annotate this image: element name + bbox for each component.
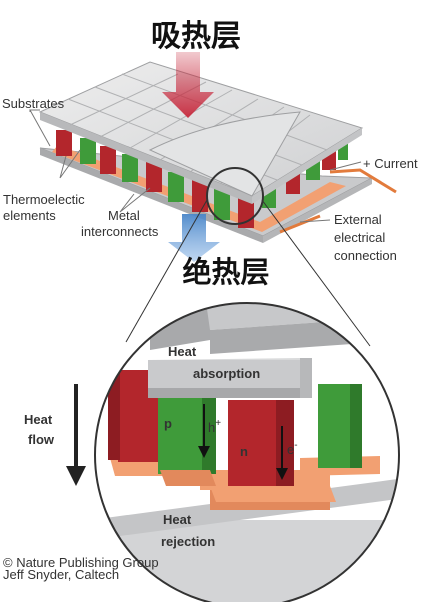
- label-absorption-1: Heat: [168, 344, 197, 359]
- label-heat-flow-2: flow: [28, 432, 55, 447]
- top-substrate-edge-right: [252, 128, 362, 204]
- zoom-guide-left: [125, 199, 208, 343]
- zoom-ring: [94, 302, 400, 602]
- thermoelectric-module: [38, 52, 397, 262]
- top-substrate-edge: [40, 112, 252, 204]
- title-absorb-layer: 吸热层: [151, 19, 241, 54]
- label-heat-flow-1: Heat: [24, 412, 53, 427]
- heat-out-arrow: [168, 214, 220, 262]
- current-wire-top: [329, 168, 397, 194]
- label-metal-1: Metal: [108, 208, 140, 223]
- label-rejection-2: rejection: [161, 534, 215, 549]
- label-current: + Current: [363, 156, 418, 171]
- credit-line-2: Jeff Snyder, Caltech: [3, 567, 119, 582]
- title-insulation-layer: 绝热层: [182, 255, 269, 289]
- label-external-2: electrical: [334, 230, 385, 245]
- leg-n: [192, 180, 208, 212]
- label-thermoelectric-2: elements: [3, 208, 56, 223]
- zoom-guide-right: [261, 199, 371, 347]
- leg-p: [122, 154, 138, 182]
- cutaway-opening: [148, 111, 301, 197]
- zoomed-detail: Heat absorption p n h+ e- Heat rejection: [94, 302, 400, 602]
- current-wire-bottom: [279, 214, 321, 234]
- p-leg: [158, 384, 206, 474]
- label-absorption-2: absorption: [193, 366, 260, 381]
- magnifier-ring: [206, 167, 264, 225]
- label-metal-2: interconnects: [81, 224, 159, 239]
- label-external-3: connection: [334, 248, 397, 263]
- label-thermoelectric-1: Thermoelectic: [3, 192, 85, 207]
- leg-n: [56, 130, 72, 156]
- label-substrates: Substrates: [2, 96, 65, 111]
- label-n: n: [240, 444, 248, 459]
- bottom-substrate-edge: [40, 148, 263, 243]
- leg-p: [80, 138, 96, 164]
- leg-p: [338, 138, 348, 160]
- label-electron: e-: [287, 440, 298, 457]
- label-p: p: [164, 416, 172, 431]
- leg-p: [168, 172, 184, 202]
- leg-n: [100, 146, 116, 174]
- leg-n: [146, 162, 162, 192]
- label-hole: h+: [208, 418, 221, 435]
- credit-line-1: © Nature Publishing Group: [3, 555, 159, 570]
- n-leg: [228, 400, 280, 496]
- leg-p: [214, 188, 230, 220]
- heat-in-arrow: [162, 52, 214, 118]
- label-external-1: External: [334, 212, 382, 227]
- label-rejection-1: Heat: [163, 512, 192, 527]
